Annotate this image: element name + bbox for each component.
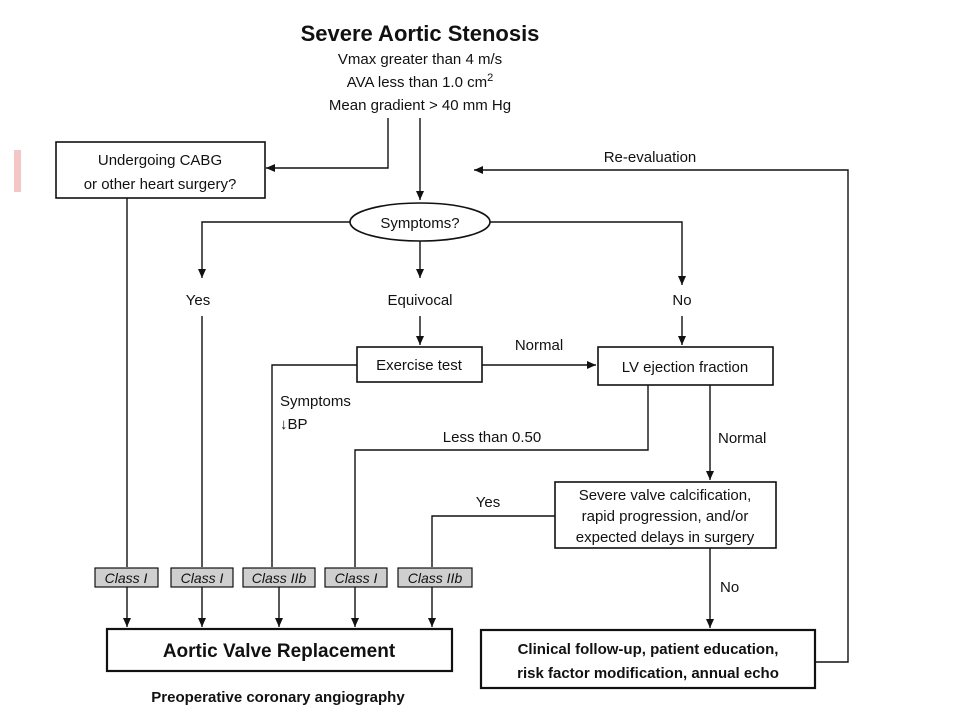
line-lvef-less-than xyxy=(354,385,649,567)
arrow-symptoms-yes xyxy=(198,221,350,278)
edge-mark xyxy=(14,150,21,192)
calcification-line-1: Severe valve calcification, xyxy=(579,487,752,504)
normal-exercise-label: Normal xyxy=(515,337,563,354)
class-box-4 xyxy=(324,567,388,588)
class-label-3: Class IIb xyxy=(252,570,307,586)
equivocal-label: Equivocal xyxy=(387,292,452,309)
criteria-ava: AVA less than 1.0 cm2 xyxy=(347,72,493,91)
no-label: No xyxy=(672,292,691,309)
reevaluation-label: Re-evaluation xyxy=(604,149,697,166)
yes-calc-label: Yes xyxy=(476,494,500,511)
class-label-4: Class I xyxy=(335,570,378,586)
class-box-5 xyxy=(397,567,473,588)
criteria-vmax: Vmax greater than 4 m/s xyxy=(338,51,502,68)
cabg-line-2: or other heart surgery? xyxy=(84,176,237,193)
exercise-test-label: Exercise test xyxy=(376,357,463,374)
yes-label: Yes xyxy=(186,292,210,309)
preop-note: Preoperative coronary angiography xyxy=(151,689,405,706)
diagram-title: Severe Aortic Stenosis xyxy=(301,21,540,46)
cabg-line-1: Undergoing CABG xyxy=(98,152,222,169)
lvef-label: LV ejection fraction xyxy=(622,359,748,376)
lvef-box xyxy=(597,346,774,386)
class-label-5: Class IIb xyxy=(408,570,463,586)
line-calcification-yes xyxy=(431,515,555,567)
arrow-header-to-cabg xyxy=(266,118,389,172)
class-label-2: Class I xyxy=(181,570,224,586)
line-exercise-symptoms xyxy=(271,364,357,567)
symptoms-bp-line-2: ↓BP xyxy=(280,416,308,433)
avr-label: Aortic Valve Replacement xyxy=(163,641,396,662)
no-calc-label: No xyxy=(720,579,739,596)
symptoms-label: Symptoms? xyxy=(380,215,459,232)
calcification-box xyxy=(554,481,777,549)
class-label-1: Class I xyxy=(105,570,148,586)
criteria-gradient: Mean gradient > 40 mm Hg xyxy=(329,97,511,114)
followup-line-1: Clinical follow-up, patient education, xyxy=(518,641,779,658)
calcification-line-2: rapid progression, and/or xyxy=(582,508,749,525)
followup-box xyxy=(479,628,817,690)
symptoms-bp-line-1: Symptoms xyxy=(280,393,351,410)
normal-lv-label: Normal xyxy=(718,430,766,447)
less-than-label: Less than 0.50 xyxy=(443,429,541,446)
cabg-box xyxy=(55,141,266,199)
avr-box xyxy=(105,627,454,673)
followup-line-2: risk factor modification, annual echo xyxy=(517,665,779,682)
arrow-reevaluation-loop xyxy=(474,166,849,663)
arrow-symptoms-no xyxy=(490,221,686,285)
calcification-line-3: expected delays in surgery xyxy=(576,529,755,546)
exercise-test-box xyxy=(356,346,483,383)
